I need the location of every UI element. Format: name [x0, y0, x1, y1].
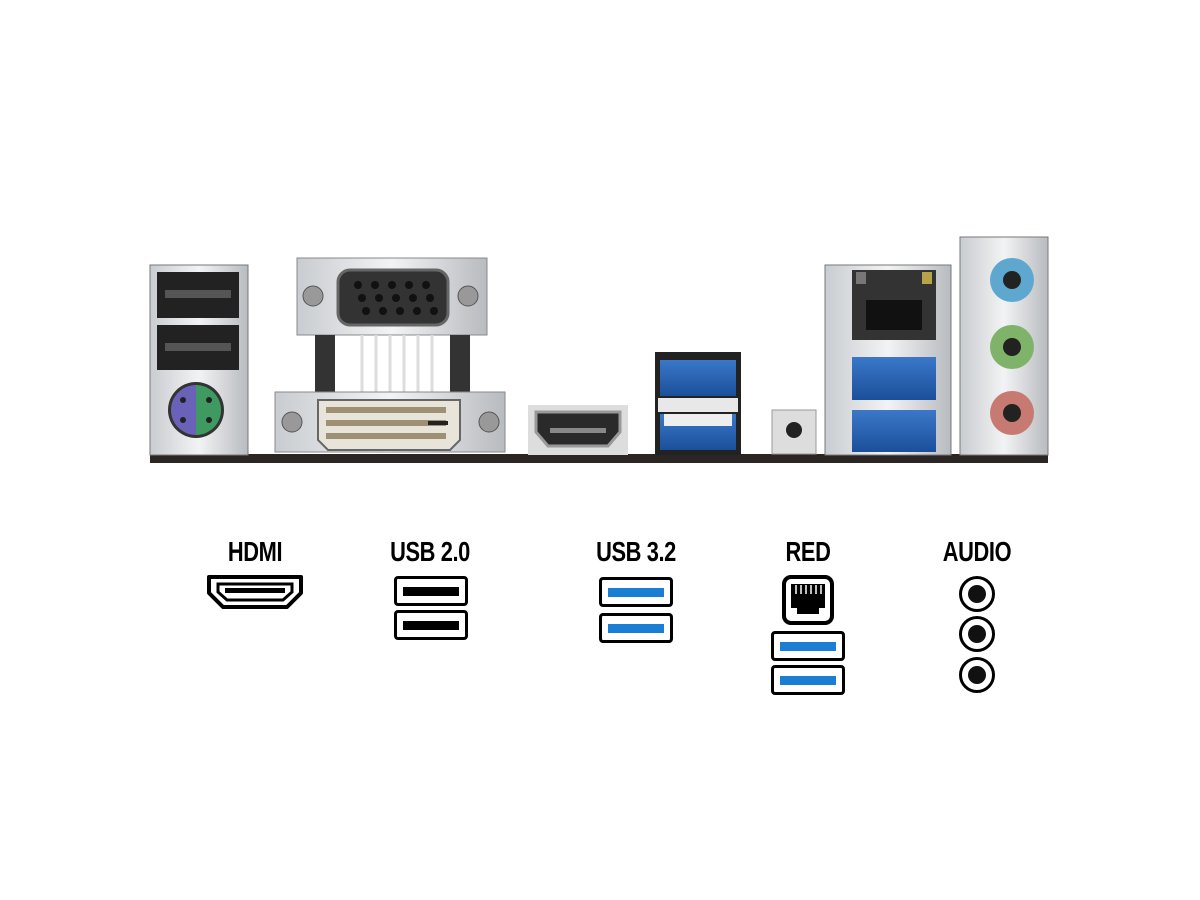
usb2-icon — [394, 610, 468, 640]
audio-jack-icon — [959, 657, 995, 693]
audio-jack-icon — [959, 616, 995, 652]
lan-usb-stack — [824, 264, 952, 456]
usb3-icon — [599, 613, 673, 643]
legend-label-audio: AUDIO — [942, 536, 1012, 567]
io-panel-photo — [149, 236, 1049, 463]
legend-label-red: RED — [785, 536, 831, 567]
legend-label-usb20: USB 2.0 — [390, 536, 470, 567]
audio-jack-icon — [959, 576, 995, 612]
ethernet-icon — [782, 575, 834, 625]
bios-flashback-button — [771, 409, 817, 455]
usb32-port-3 — [852, 357, 936, 400]
usb3-icon — [771, 665, 845, 695]
vga-port — [296, 257, 488, 393]
usb3-icon — [599, 577, 673, 607]
pcb-edge — [150, 454, 1048, 463]
audio-stack — [959, 236, 1049, 456]
usb32-port-1 — [660, 360, 736, 396]
hdmi-icon — [207, 575, 303, 609]
usb2-ps2-stack — [149, 264, 249, 456]
usb2-icon — [394, 576, 468, 606]
usb3-icon — [771, 631, 845, 661]
usb32-stack — [655, 352, 741, 455]
usb32-port-4 — [852, 410, 936, 452]
hdmi-port — [528, 405, 628, 455]
legend-label-hdmi: HDMI — [227, 536, 283, 567]
legend-label-usb32: USB 3.2 — [596, 536, 676, 567]
dvi-port — [274, 391, 506, 453]
